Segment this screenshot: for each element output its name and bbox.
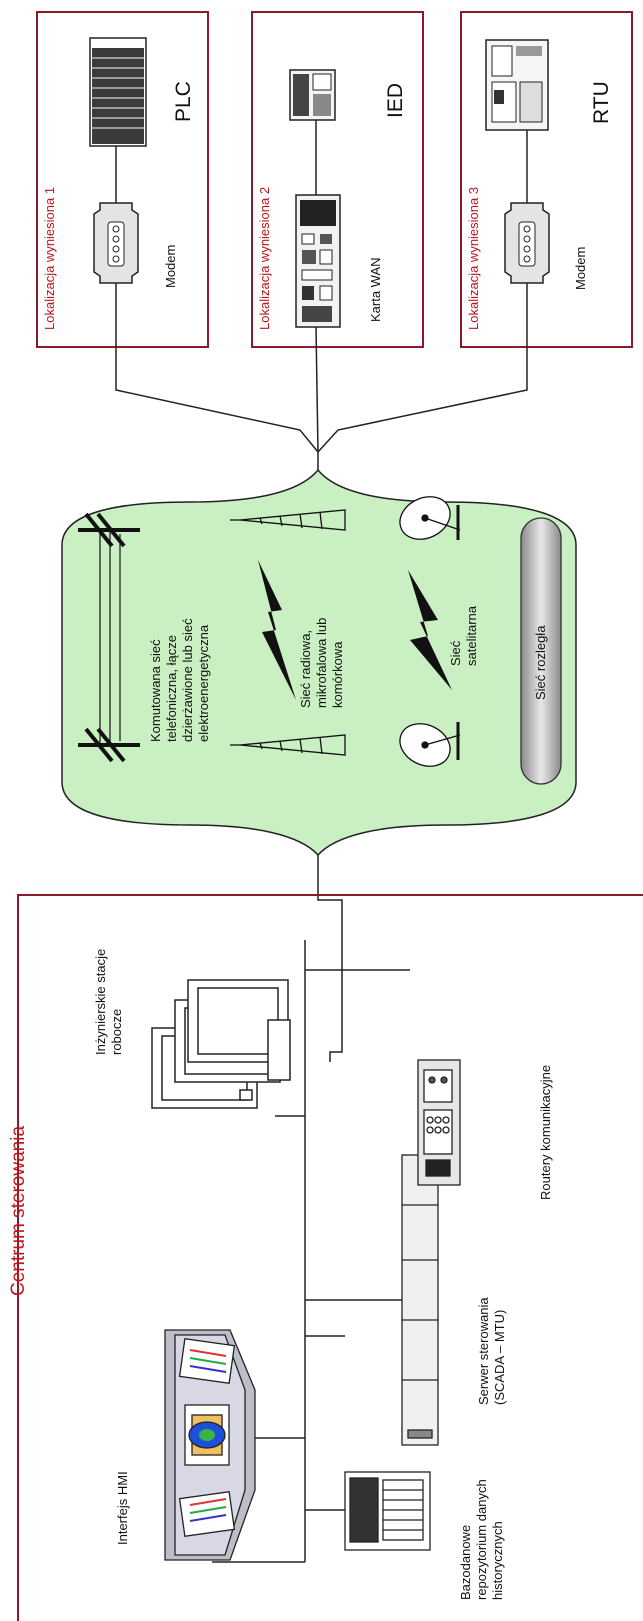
historian-server-icon [344,1471,431,1551]
modem-1-label: Modem [163,244,178,288]
scada-server-label: Serwer sterowania (SCADA – MTU) [476,1297,507,1405]
radio-tower-icon-bottom [230,734,346,756]
workstations-label: Inżynierskie stacje robocze [93,948,124,1055]
wan-card-label: Karta WAN [368,257,383,322]
radio-tower-icon-top [230,509,346,531]
wan-card-icon [295,194,341,328]
telephone-line-icon [78,512,140,763]
wide-area-network-pipe [520,517,562,785]
control-center-box [17,894,643,1621]
router-icon [417,1059,461,1186]
telephone-network-label: Komutowana sieć telefoniczna, łącze dzie… [148,618,211,742]
rtu-label: RTU [590,81,613,124]
satellite-link-bolt [408,570,452,690]
satellite-dish-icon-bottom [399,722,461,767]
radio-link-bolt [258,560,296,700]
lan-bus [212,940,410,1563]
scada-server-icon [401,1154,439,1446]
hmi-console-icon [164,1329,256,1561]
satellite-network-label: Sieć satelitarna [448,606,479,666]
workstation-icon [151,979,291,1109]
satellite-dish-icon-top [399,496,461,540]
ied-label: IED [384,82,407,118]
wan-link-line [317,855,343,1062]
plc-icon [89,37,147,147]
modem-3-label: Modem [573,246,588,290]
radio-network-label: Sieć radiowa, mikrofalowa lub komórkowa [298,617,345,708]
site-2-location-label: Lokalizacja wyniesiona 2 [257,186,272,330]
rtu-icon [485,39,549,131]
ied-icon [289,69,336,121]
site-3-location-label: Lokalizacja wyniesiona 3 [466,186,481,330]
wide-area-network-label: Sieć rozległa [533,625,548,700]
routers-label: Routery komunikacyjne [538,1064,553,1200]
modem-icon-3 [504,202,550,284]
modem-icon-1 [93,202,139,284]
plc-label: PLC [172,81,195,122]
hmi-label: Interfejs HMI [115,1471,130,1545]
control-center-title: Centrum sterowania [8,1125,29,1296]
site-links [115,283,528,470]
historian-label: Bazodanowe repozytorium danych historycz… [458,1479,505,1600]
site-1-location-label: Lokalizacja wyniesiona 1 [42,186,57,330]
